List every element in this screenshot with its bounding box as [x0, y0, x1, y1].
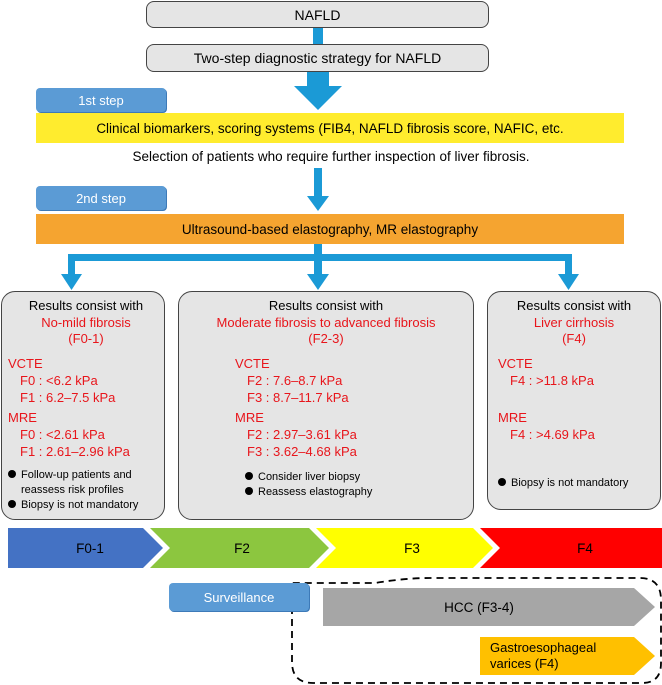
step1-band-label: Clinical biomarkers, scoring systems (FI… [96, 120, 564, 136]
step1-note: Selection of patients who require furthe… [0, 149, 662, 164]
step1-note-text: Selection of patients who require furthe… [132, 149, 530, 164]
step2-tag-label: 2nd step [76, 190, 126, 206]
step1-tag-label: 1st step [78, 92, 124, 108]
step1-tag: 1st step [36, 88, 166, 112]
mre-label: MRE [235, 409, 264, 425]
note-item-continued: reassess risk profiles [21, 483, 124, 496]
result-header: Results consist with [268, 298, 384, 313]
stage-chevrons [8, 528, 662, 568]
stage-label: F4 [577, 540, 593, 556]
result-title: Liver cirrhosis [533, 314, 615, 330]
varices-arrow [480, 637, 655, 675]
note-item: Biopsy is not mandatory [8, 498, 164, 513]
stage-chevron-f4 [480, 528, 662, 568]
stage-chevron-f2 [150, 528, 329, 568]
nafld-box: NAFLD [146, 1, 489, 28]
surveillance-dashed-boundary [291, 577, 662, 684]
bullet-icon [498, 477, 506, 486]
bullet-icon [245, 471, 253, 480]
step2-tag: 2nd step [36, 186, 166, 210]
hcc-label: HCC (F3-4) [444, 599, 514, 615]
vcte-label: VCTE [498, 355, 533, 371]
bullet-icon [245, 486, 253, 495]
result-box-f0-1: Results consist with No-mild fibrosis (F… [1, 291, 165, 520]
mre-value: F3 : 3.62–4.68 kPa [247, 443, 357, 459]
note-item: Biopsy is not mandatory [498, 476, 660, 491]
surveillance-tag: Surveillance [169, 583, 309, 611]
hcc-arrow [323, 588, 655, 626]
strategy-box: Two-step diagnostic strategy for NAFLD [146, 44, 489, 72]
vcte-label: VCTE [235, 355, 270, 371]
result-title: Moderate fibrosis to advanced fibrosis [216, 314, 436, 330]
result-header: Results consist with [28, 298, 144, 313]
note-item: Consider liver biopsy [245, 470, 473, 485]
hcc-label-box: HCC (F3-4) [323, 588, 635, 626]
result-stage: (F0-1) [68, 331, 104, 346]
stage-label: F0-1 [76, 540, 104, 556]
vcte-label: VCTE [8, 355, 43, 371]
vcte-value: F3 : 8.7–11.7 kPa [247, 389, 349, 405]
mre-label: MRE [8, 409, 37, 425]
vcte-value: F2 : 7.6–8.7 kPa [247, 372, 343, 388]
note-item: Reassess elastography [245, 485, 473, 500]
stage-label: F2 [234, 540, 250, 556]
mre-value: F0 : <2.61 kPa [20, 426, 105, 442]
surveillance-label: Surveillance [203, 589, 275, 605]
stage-chevron-f0-1 [8, 528, 163, 568]
stage-chevron-f3 [316, 528, 493, 568]
step2-band-label: Ultrasound-based elastography, MR elasto… [181, 221, 479, 237]
result-stage: (F4) [562, 331, 586, 346]
result-box-f4: Results consist with Liver cirrhosis (F4… [487, 291, 661, 510]
varices-label-line2: varices (F4) [490, 656, 559, 671]
stage-bar: F0-1 F2 F3 F4 [0, 528, 662, 568]
mre-value: F4 : >4.69 kPa [510, 426, 595, 442]
vcte-value: F4 : >11.8 kPa [510, 372, 594, 388]
result-box-f2-3: Results consist with Moderate fibrosis t… [178, 291, 474, 520]
mre-value: F1 : 2.61–2.96 kPa [20, 443, 130, 459]
mre-label: MRE [498, 409, 527, 425]
result-title: No-mild fibrosis [41, 314, 131, 330]
varices-label-line1: Gastroesophageal [490, 640, 597, 655]
result-header: Results consist with [516, 298, 632, 313]
stage-label: F3 [404, 540, 420, 556]
vcte-value: F1 : 6.2–7.5 kPa [20, 389, 116, 405]
step1-band: Clinical biomarkers, scoring systems (FI… [36, 113, 624, 143]
varices-label-box: Gastroesophageal varices (F4) [484, 637, 634, 675]
bullet-icon [8, 469, 16, 478]
result-stage: (F2-3) [308, 331, 344, 346]
note-item: Follow-up patients and [8, 468, 164, 483]
bullet-icon [8, 499, 16, 508]
nafld-label: NAFLD [294, 6, 341, 23]
vcte-value: F0 : <6.2 kPa [20, 372, 98, 388]
mre-value: F2 : 2.97–3.61 kPa [247, 426, 357, 442]
strategy-label: Two-step diagnostic strategy for NAFLD [193, 50, 442, 66]
step2-band: Ultrasound-based elastography, MR elasto… [36, 214, 624, 244]
